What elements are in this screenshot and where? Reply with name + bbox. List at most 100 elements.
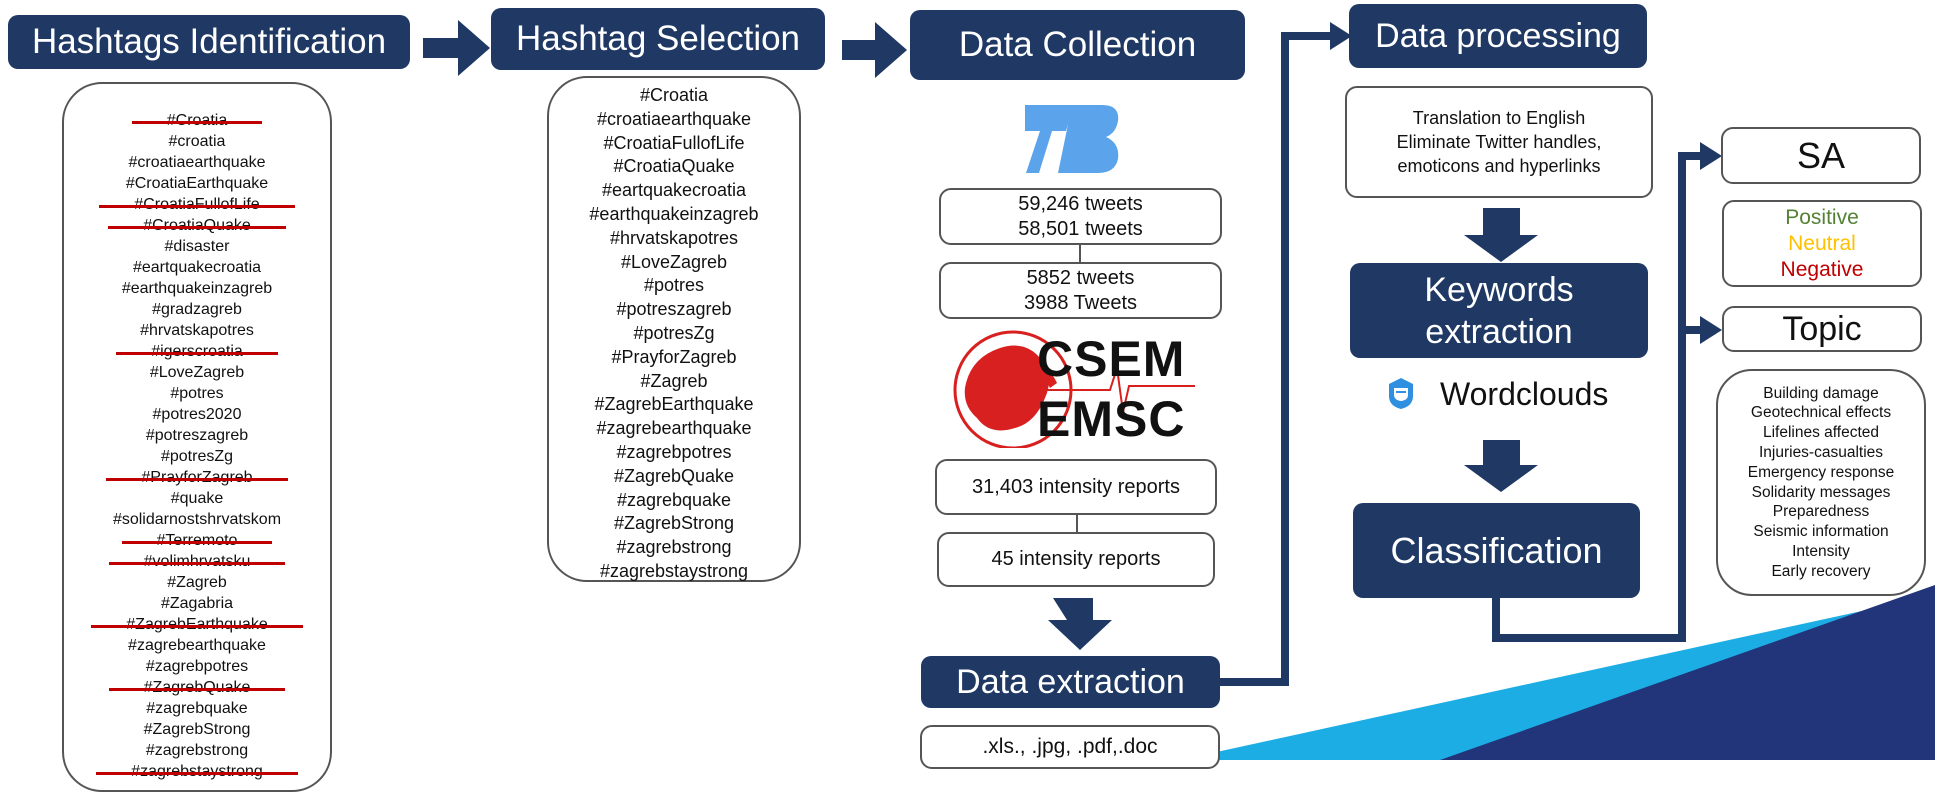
hashtag-item: #potres xyxy=(170,385,224,402)
hashtag-item: #disaster xyxy=(164,238,230,255)
header-hashtags-identification: Hashtags Identification xyxy=(8,15,410,69)
connector-line xyxy=(1220,32,1330,686)
hashtag-item: #zagrebstrong xyxy=(616,537,732,558)
identification-list-panel: #Croatia #croatia #croatiaearthquake #Croat… xyxy=(62,82,332,792)
hashtag-item: #ZagrebQuake xyxy=(613,465,735,486)
hashtag-item: #zagrebpotres xyxy=(145,658,249,675)
topic-item: Lifelines affected xyxy=(1762,424,1880,442)
arrow-right-icon xyxy=(423,20,490,76)
hashtag-item-removed: #Croatia xyxy=(131,112,264,129)
hashtag-item: #earthquakeinzagreb xyxy=(589,203,759,224)
hashtag-item: #eartquakecroatia xyxy=(601,180,747,201)
preprocessing-step: Translation to English xyxy=(1412,108,1586,128)
hashtag-item: #hrvatskapotres xyxy=(140,322,254,339)
hashtag-item-removed: #ZagrebQuake xyxy=(108,679,286,696)
tweets-count: 3988 Tweets xyxy=(1023,291,1138,314)
hashtag-item: #potres xyxy=(643,275,705,296)
hashtag-item: #potresZg xyxy=(633,322,715,343)
topic-item: Geotechnical effects xyxy=(1750,404,1892,422)
sa-box: SA xyxy=(1721,127,1921,184)
hashtag-item: #hrvatskapotres xyxy=(609,227,739,248)
preprocessing-step: Eliminate Twitter handles, xyxy=(1396,132,1602,152)
hashtag-item: #zagrebstaystrong xyxy=(599,560,749,581)
topic-item: Solidarity messages xyxy=(1751,483,1891,501)
arrow-head-icon xyxy=(1330,22,1352,50)
hashtag-item-removed: #Terremoto xyxy=(121,532,273,549)
hashtag-item: #CroatiaEarthquake xyxy=(125,175,269,192)
formats-box: .xls., .jpg, .pdf,.doc xyxy=(920,725,1220,769)
hashtag-item: #potreszagreb xyxy=(145,427,249,444)
hashtag-item: #zagrebpotres xyxy=(616,441,732,462)
hashtag-item-removed: #ZagrebEarthquake xyxy=(91,616,304,633)
wordclouds-icon xyxy=(1389,378,1413,409)
wordclouds-label: Wordclouds xyxy=(1440,376,1609,412)
hashtag-item: #gradzagreb xyxy=(152,301,242,318)
hashtag-item: #earthquakeinzagreb xyxy=(121,280,273,297)
sa-label: SA xyxy=(1796,134,1846,176)
hashtag-item: #Zagreb xyxy=(640,370,708,391)
csem-emsc-logo: CSEM EMSC xyxy=(945,328,1195,448)
hashtag-item: #zagrebquake xyxy=(146,700,248,717)
hashtag-item: #croatia xyxy=(168,133,226,150)
sentiment-negative: Negative xyxy=(1780,257,1864,281)
hashtag-item: #croatiaearthquake xyxy=(128,154,266,171)
hashtag-item: #eartquakecroatia xyxy=(132,259,262,276)
topic-box: Topic xyxy=(1722,306,1922,352)
topic-item: Seismic information xyxy=(1753,523,1889,541)
hashtag-item: #ZagrebStrong xyxy=(143,721,251,738)
hashtag-item: #croatiaearthquake xyxy=(596,108,752,129)
header-keywords-extraction: Keywords extraction xyxy=(1350,263,1648,358)
intensity-reports-box: 31,403 intensity reports xyxy=(935,459,1217,515)
hashtag-item-removed: #igerscroatia xyxy=(116,343,278,360)
header-hashtag-selection: Hashtag Selection xyxy=(491,8,825,70)
hashtag-item: #zagrebquake xyxy=(616,489,732,510)
hashtag-item: #potreszagreb xyxy=(616,299,732,320)
topic-item: Early recovery xyxy=(1771,562,1871,580)
arrow-head-icon xyxy=(1700,142,1722,170)
hashtag-item: #Croatia xyxy=(639,85,709,105)
arrow-down-icon xyxy=(1048,598,1112,650)
hashtag-item: #ZagrebStrong xyxy=(613,513,735,534)
navy-triangle xyxy=(1440,585,1935,760)
sentiment-neutral: Neutral xyxy=(1788,231,1856,255)
selection-list: #Croatia #croatiaearthquake #CroatiaFullof… xyxy=(549,84,799,584)
hashtag-item-removed: #CroatiaQuake xyxy=(108,217,286,234)
topic-item: Preparedness xyxy=(1772,503,1870,521)
hashtag-item: #zagrebearthquake xyxy=(128,637,266,654)
header-data-collection: Data Collection xyxy=(910,10,1245,80)
tweets-filtered-box: 5852 tweets 3988 Tweets xyxy=(939,262,1222,319)
hashtag-item: #quake xyxy=(170,490,224,507)
selection-list-panel: #Croatia #croatiaearthquake #CroatiaFullof… xyxy=(547,76,801,582)
tweets-count: 58,501 tweets xyxy=(1018,217,1143,240)
hashtag-item-removed: #volimhrvatsku xyxy=(108,553,285,570)
hashtag-item: #Zagreb xyxy=(167,574,227,591)
tweets-count: 59,246 tweets xyxy=(1018,192,1143,215)
formats-text: .xls., .jpg, .pdf,.doc xyxy=(982,735,1158,758)
tweets-count: 5852 tweets xyxy=(1026,266,1135,289)
csem-text: CSEM xyxy=(1037,331,1186,387)
sentiment-positive: Positive xyxy=(1785,205,1859,229)
hashtag-item: #PrayforZagreb xyxy=(611,346,737,367)
hashtag-item: #zagrebearthquake xyxy=(596,418,752,439)
arrow-right-icon xyxy=(842,22,907,78)
reports-count: 45 intensity reports xyxy=(991,548,1161,570)
topic-item: Building damage xyxy=(1763,384,1879,402)
sentiment-box: Positive Neutral Negative xyxy=(1722,200,1922,287)
connector-line xyxy=(1492,152,1702,642)
hashtag-item-removed: #PrayforZagreb xyxy=(106,469,288,486)
topic-item: Emergency response xyxy=(1747,463,1895,481)
header-data-processing: Data processing xyxy=(1349,4,1647,68)
preprocessing-box: Translation to English Eliminate Twitter… xyxy=(1345,86,1653,198)
hashtag-item: #potres2020 xyxy=(152,406,242,423)
hashtag-item: #CroatiaFullofLife xyxy=(603,132,745,153)
hashtag-item: #Zagabria xyxy=(160,595,234,612)
topic-item: Injuries-casualties xyxy=(1758,443,1884,461)
identification-list: #Croatia #croatia #croatiaearthquake #Croat… xyxy=(64,110,330,782)
emsc-text: EMSC xyxy=(1037,391,1186,447)
reports-count: 31,403 intensity reports xyxy=(972,475,1180,498)
header-classification: Classification xyxy=(1353,503,1640,598)
intensity-reports-filtered-box: 45 intensity reports xyxy=(937,532,1215,587)
hashtag-item: #zagrebstrong xyxy=(145,742,249,759)
